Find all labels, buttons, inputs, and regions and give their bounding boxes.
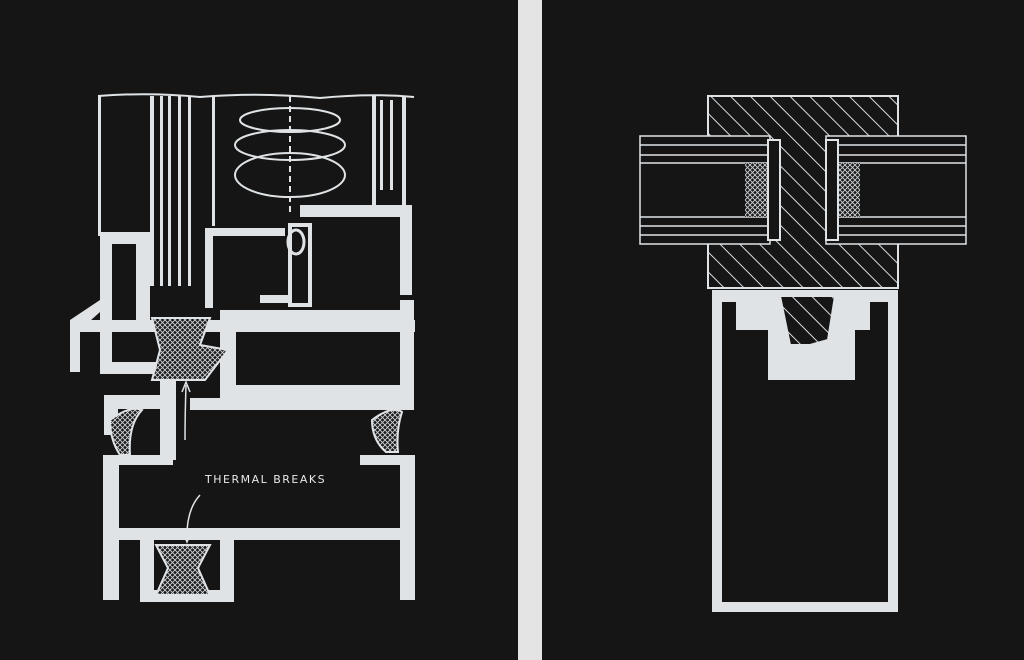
divider-strip <box>518 0 542 660</box>
thermal-breaks-label: THERMAL BREAKS <box>204 473 326 486</box>
curtain-wall-section <box>639 95 967 612</box>
window-frame-section <box>70 93 415 602</box>
